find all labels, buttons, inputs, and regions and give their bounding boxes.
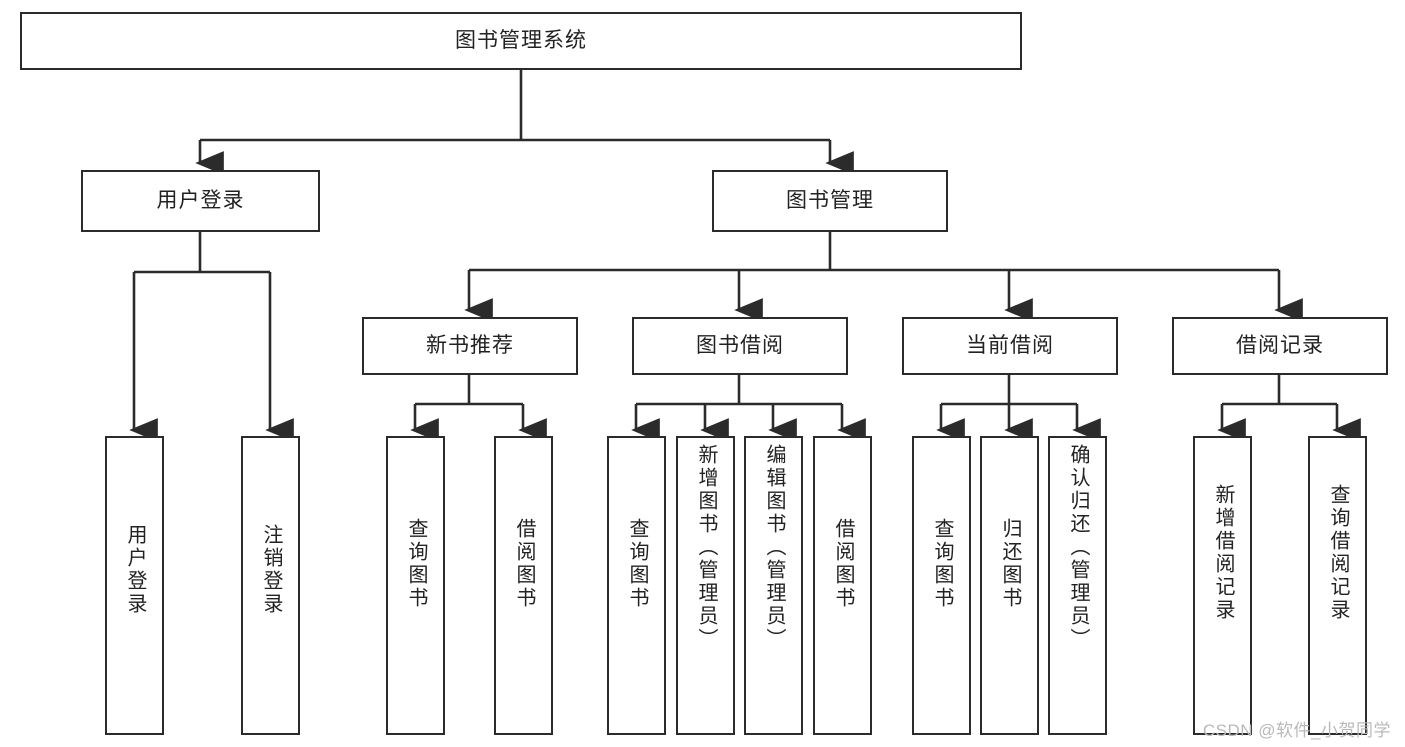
leaf-current-borrow-confirm[interactable]: 确认归还（管理员） (1048, 436, 1107, 735)
leaf-user-login-logout[interactable]: 注销登录 (241, 436, 300, 735)
leaf-book-borrow-borrow-label: 借阅图书 (832, 518, 854, 610)
leaf-new-book-borrow[interactable]: 借阅图书 (494, 436, 553, 735)
leaf-current-borrow-query-label: 查询图书 (931, 518, 953, 610)
leaf-book-borrow-query-label: 查询图书 (626, 518, 648, 610)
leaf-book-borrow-add-label: 新增图书（管理员） (695, 444, 717, 651)
leaf-new-book-query-label: 查询图书 (405, 518, 427, 610)
leaf-new-book-borrow-label: 借阅图书 (513, 518, 535, 610)
node-current-borrow[interactable]: 当前借阅 (902, 317, 1118, 375)
leaf-book-borrow-edit-label: 编辑图书（管理员） (763, 444, 785, 651)
node-root[interactable]: 图书管理系统 (20, 12, 1022, 70)
leaf-current-borrow-return[interactable]: 归还图书 (980, 436, 1039, 735)
node-borrow-records[interactable]: 借阅记录 (1172, 317, 1388, 375)
leaf-book-borrow-add[interactable]: 新增图书（管理员） (676, 436, 735, 735)
node-current-borrow-label: 当前借阅 (966, 333, 1054, 357)
leaf-book-borrow-query[interactable]: 查询图书 (607, 436, 666, 735)
leaf-borrow-records-query[interactable]: 查询借阅记录 (1308, 436, 1367, 735)
node-book-borrow[interactable]: 图书借阅 (632, 317, 848, 375)
leaf-current-borrow-query[interactable]: 查询图书 (912, 436, 971, 735)
leaf-current-borrow-confirm-label: 确认归还（管理员） (1067, 444, 1089, 651)
node-user-login[interactable]: 用户登录 (81, 170, 320, 232)
leaf-user-login-login-label: 用户登录 (124, 524, 146, 616)
leaf-user-login-logout-label: 注销登录 (260, 524, 282, 616)
leaf-current-borrow-return-label: 归还图书 (999, 518, 1021, 610)
node-book-management-label: 图书管理 (786, 188, 874, 212)
leaf-borrow-records-query-label: 查询借阅记录 (1327, 484, 1349, 622)
node-book-management[interactable]: 图书管理 (712, 170, 948, 232)
leaf-user-login-login[interactable]: 用户登录 (105, 436, 164, 735)
leaf-new-book-query[interactable]: 查询图书 (386, 436, 445, 735)
node-new-book-recommend-label: 新书推荐 (426, 333, 514, 357)
node-new-book-recommend[interactable]: 新书推荐 (362, 317, 578, 375)
node-user-login-label: 用户登录 (156, 188, 245, 212)
node-borrow-records-label: 借阅记录 (1236, 333, 1324, 357)
leaf-book-borrow-borrow[interactable]: 借阅图书 (813, 436, 872, 735)
node-book-borrow-label: 图书借阅 (696, 333, 784, 357)
leaf-book-borrow-edit[interactable]: 编辑图书（管理员） (744, 436, 803, 735)
leaf-borrow-records-add-label: 新增借阅记录 (1212, 484, 1234, 622)
node-root-label: 图书管理系统 (455, 28, 587, 52)
watermark: CSDN @软件_小贺同学 (1202, 721, 1391, 740)
leaf-borrow-records-add[interactable]: 新增借阅记录 (1193, 436, 1252, 735)
